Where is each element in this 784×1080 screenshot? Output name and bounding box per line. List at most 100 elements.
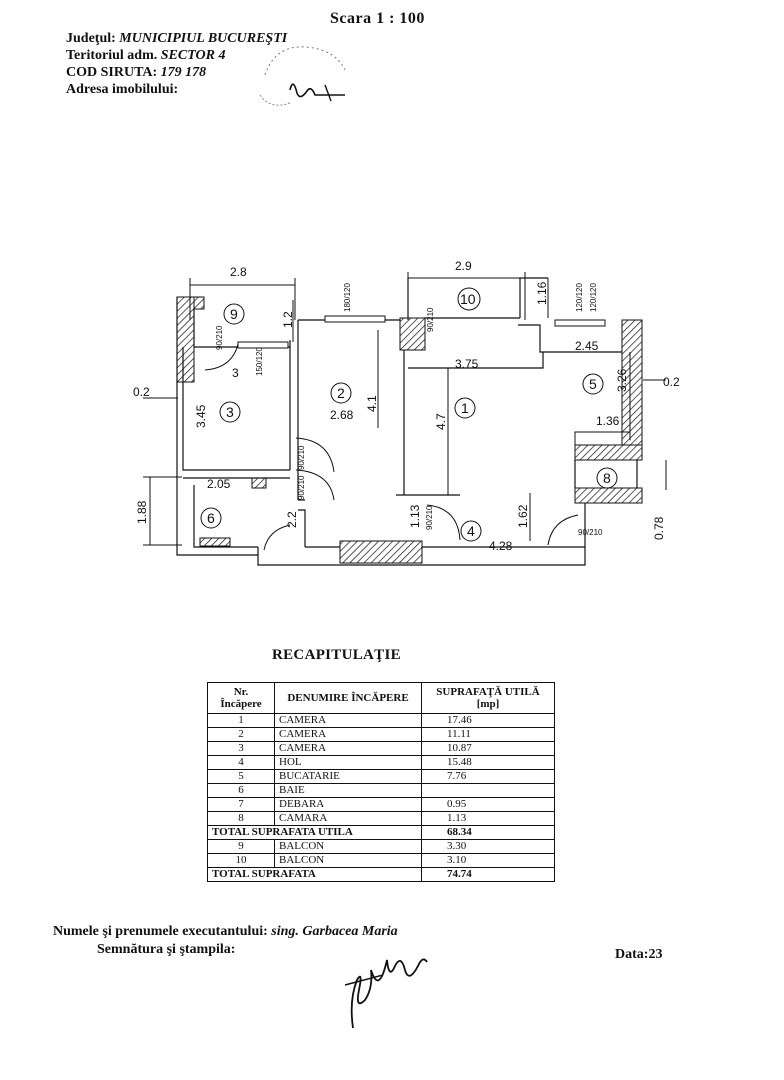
dim-0-2-right: 0.2	[663, 375, 680, 389]
dim-1-88: 1.88	[135, 500, 149, 524]
teritoriu-label: Teritoriul adm.	[66, 48, 158, 63]
opening-label: 90/210	[426, 307, 435, 332]
cell-nr: 1	[207, 713, 275, 728]
total-util-value: 68.34	[421, 825, 555, 840]
cell-name: CAMARA	[274, 811, 422, 826]
stamp-icon	[259, 46, 346, 106]
cell-area: 1.13	[421, 811, 555, 826]
judet-line: Judeţul: MUNICIPIUL BUCUREŞTI	[66, 30, 287, 47]
dim-1-13: 1.13	[408, 504, 422, 528]
room-number: 6	[207, 510, 215, 526]
executant-value: sing. Garbacea Maria	[271, 924, 398, 939]
col-header-area: SUPRAFAŢĂ UTILĂ [mp]	[421, 682, 555, 714]
cell-area: 11.11	[421, 727, 555, 742]
cell-name: CAMERA	[274, 741, 422, 756]
opening-label: 120/120	[589, 283, 598, 312]
adresa-label: Adresa imobilului:	[66, 82, 179, 97]
cell-area	[421, 783, 555, 798]
cell-nr: 9	[207, 839, 275, 854]
recap-table: Nr. Încăpere DENUMIRE ÎNCĂPERE SUPRAFAŢĂ…	[207, 682, 555, 882]
dim-1-36: 1.36	[596, 414, 620, 428]
total-util-row: TOTAL SUPRAFATA UTILA 68.34	[207, 825, 555, 840]
dim-4-1: 4.1	[365, 395, 379, 412]
cell-nr: 3	[207, 741, 275, 756]
dim-3-75: 3.75	[455, 357, 479, 371]
room-number: 1	[461, 400, 469, 416]
cell-name: BAIE	[274, 783, 422, 798]
room-number: 2	[337, 385, 345, 401]
opening-label: 90/210	[297, 445, 306, 470]
total-label: TOTAL SUPRAFATA	[207, 867, 422, 882]
judet-label: Judeţul:	[66, 31, 116, 46]
room-number: 8	[603, 470, 611, 486]
teritoriu-line: Teritoriul adm. SECTOR 4	[66, 47, 225, 64]
cell-nr: 8	[207, 811, 275, 826]
dim-1-2: 1.2	[281, 311, 295, 328]
dim-2-05: 2.05	[207, 477, 231, 491]
siruta-value: 179 178	[160, 65, 207, 80]
date-label: Data:	[615, 947, 649, 962]
cell-name: DEBARA	[274, 797, 422, 812]
dim-0-2-left: 0.2	[133, 385, 150, 399]
judet-value: MUNICIPIUL BUCUREŞTI	[119, 31, 288, 46]
executant-label: Numele şi prenumele executantului:	[53, 924, 268, 939]
dim-2-45: 2.45	[575, 339, 599, 353]
cell-area: 0.95	[421, 797, 555, 812]
cell-name: HOL	[274, 755, 422, 770]
dim-0-78: 0.78	[652, 516, 666, 540]
total-value: 74.74	[421, 867, 555, 882]
dim-4-28: 4.28	[489, 539, 513, 553]
recap-title: RECAPITULAŢIE	[272, 647, 401, 663]
scale-label: Scara 1 : 100	[330, 10, 425, 27]
cell-nr: 7	[207, 797, 275, 812]
cell-nr: 6	[207, 783, 275, 798]
dim-2-8: 2.8	[230, 265, 247, 279]
signature-label: Semnătura şi ştampila:	[97, 942, 236, 957]
opening-label: 180/120	[343, 283, 352, 312]
dim-2-68: 2.68	[330, 408, 354, 422]
room-number: 10	[460, 291, 476, 307]
dim-4-7: 4.7	[434, 413, 448, 430]
cell-nr: 4	[207, 755, 275, 770]
dim-3-45: 3.45	[194, 404, 208, 428]
opening-label: 90/210	[425, 505, 434, 530]
room-number: 5	[589, 376, 597, 392]
opening-label: 90/210	[215, 325, 224, 350]
dim-1-62: 1.62	[516, 504, 530, 528]
opening-label: 90/210	[297, 475, 306, 500]
cell-nr: 2	[207, 727, 275, 742]
floor-plan: 2.8 2.9 1.16 1.2 3 3.45 0.2 4.1 2.68 3.7…	[133, 259, 680, 566]
cell-nr: 5	[207, 769, 275, 784]
executant-line: Numele şi prenumele executantului: sing.…	[53, 924, 398, 940]
dim-3: 3	[232, 366, 239, 380]
cell-name: BALCON	[274, 839, 422, 854]
cell-name: BUCATARIE	[274, 769, 422, 784]
siruta-label: COD SIRUTA:	[66, 65, 158, 80]
table-header-row: Nr. Încăpere DENUMIRE ÎNCĂPERE SUPRAFAŢĂ…	[207, 682, 555, 714]
opening-label: 120/120	[575, 283, 584, 312]
dim-3-26: 3.26	[615, 368, 629, 392]
col-header-name: DENUMIRE ÎNCĂPERE	[274, 682, 422, 714]
dim-1-16: 1.16	[535, 281, 549, 305]
cell-name: CAMERA	[274, 713, 422, 728]
date-line: Data:23	[615, 947, 662, 963]
date-value: 23	[648, 947, 663, 962]
total-util-label: TOTAL SUPRAFATA UTILA	[207, 825, 422, 840]
cell-area: 3.30	[421, 839, 555, 854]
room-number: 3	[226, 404, 234, 420]
signature-icon	[344, 958, 428, 1029]
siruta-line: COD SIRUTA: 179 178	[66, 64, 206, 81]
opening-label: 150/120	[255, 347, 264, 376]
cell-name: BALCON	[274, 853, 422, 868]
cell-nr: 10	[207, 853, 275, 868]
cell-area: 15.48	[421, 755, 555, 770]
cell-area: 10.87	[421, 741, 555, 756]
